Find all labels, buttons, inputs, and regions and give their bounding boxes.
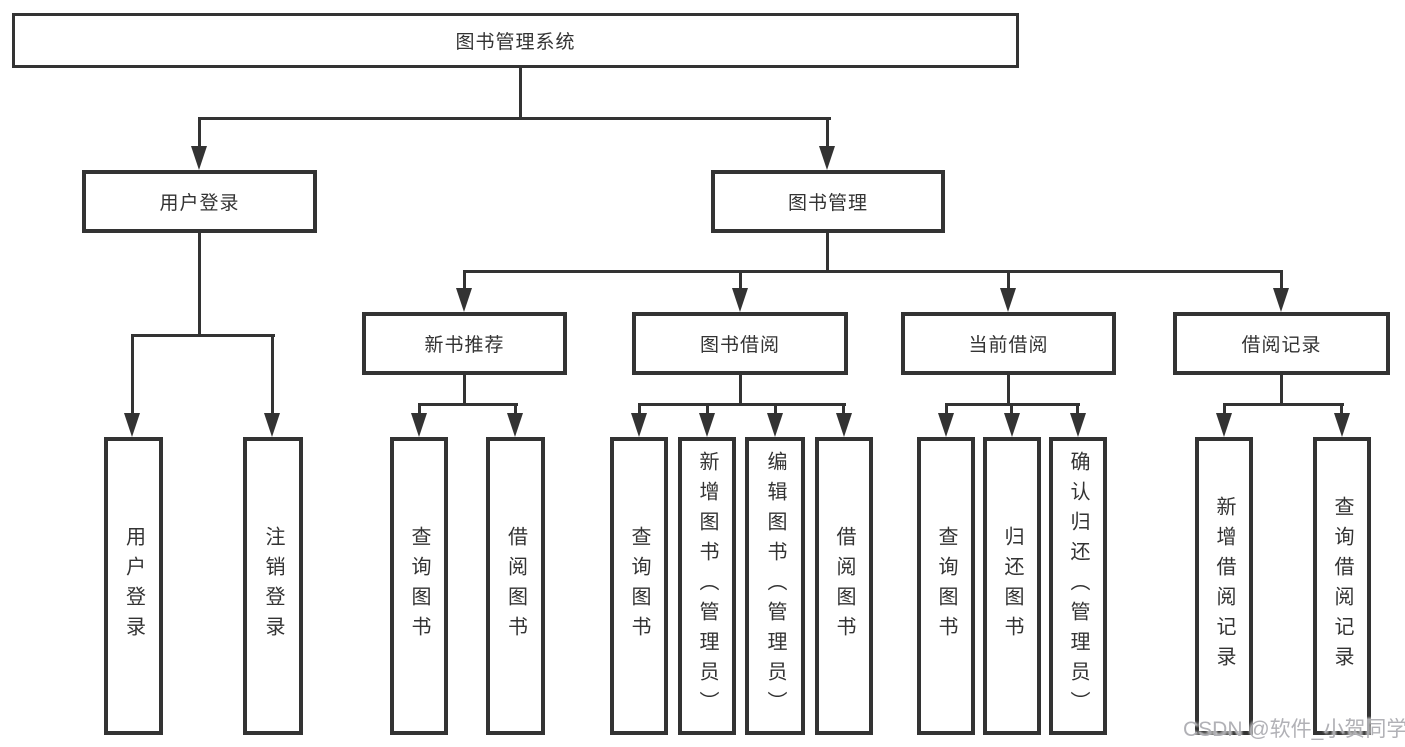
leaf-borrow-query-books: 查询图书 bbox=[610, 437, 668, 735]
leaf-newbook-query-books: 查询图书 bbox=[390, 437, 448, 735]
leaf-current-confirm-return-admin: 确认归还（管理员） bbox=[1049, 437, 1107, 735]
connector-line bbox=[1007, 270, 1010, 290]
leaf-newbook-borrow-books: 借阅图书 bbox=[486, 437, 545, 735]
leaf-label: 查询图书 bbox=[408, 526, 430, 646]
arrowhead-down-icon bbox=[456, 288, 472, 312]
arrowhead-down-icon bbox=[264, 413, 280, 437]
leaf-label: 借阅图书 bbox=[504, 526, 527, 646]
connector-line bbox=[198, 117, 831, 120]
leaf-label: 借阅图书 bbox=[833, 526, 855, 646]
node-book-borrow: 图书借阅 bbox=[632, 312, 848, 375]
connector-line bbox=[519, 66, 522, 120]
node-user-login-branch: 用户登录 bbox=[82, 170, 317, 233]
node-label: 图书借阅 bbox=[699, 335, 780, 356]
connector-line bbox=[1223, 403, 1226, 415]
leaf-label: 新增借阅记录 bbox=[1213, 496, 1235, 676]
connector-line bbox=[463, 373, 466, 406]
leaf-label: 查询图书 bbox=[628, 526, 650, 646]
node-label: 用户登录 bbox=[159, 193, 240, 214]
connector-line bbox=[774, 403, 777, 415]
connector-line bbox=[198, 117, 201, 148]
connector-line bbox=[418, 403, 421, 415]
node-label: 图书管理系统 bbox=[455, 32, 576, 53]
connector-line bbox=[706, 403, 709, 415]
leaf-current-query-books: 查询图书 bbox=[917, 437, 975, 735]
connector-line bbox=[1280, 270, 1283, 290]
node-book-management: 图书管理 bbox=[711, 170, 945, 233]
connector-line bbox=[463, 270, 1283, 273]
arrowhead-down-icon bbox=[1273, 288, 1289, 312]
leaf-label: 新增图书（管理员） bbox=[696, 451, 718, 721]
leaf-record-add-borrow-record: 新增借阅记录 bbox=[1195, 437, 1253, 735]
arrowhead-down-icon bbox=[1334, 413, 1350, 437]
connector-line bbox=[945, 403, 948, 415]
connector-line bbox=[1340, 403, 1343, 415]
connector-line bbox=[826, 117, 829, 148]
leaf-logout: 注销登录 bbox=[243, 437, 303, 735]
connector-line bbox=[1223, 403, 1344, 406]
node-label: 借阅记录 bbox=[1241, 335, 1322, 356]
leaf-borrow-edit-books-admin: 编辑图书（管理员） bbox=[745, 437, 805, 735]
node-current-borrow: 当前借阅 bbox=[901, 312, 1116, 375]
connector-line bbox=[638, 403, 846, 406]
arrowhead-down-icon bbox=[836, 413, 852, 437]
connector-line bbox=[1007, 373, 1010, 406]
connector-line bbox=[131, 334, 134, 414]
leaf-borrow-add-books-admin: 新增图书（管理员） bbox=[678, 437, 736, 735]
leaf-current-return-books: 归还图书 bbox=[983, 437, 1041, 735]
connector-line bbox=[463, 270, 466, 290]
arrowhead-down-icon bbox=[507, 413, 523, 437]
connector-line bbox=[842, 403, 845, 415]
connector-line bbox=[1010, 403, 1013, 415]
connector-line bbox=[1280, 373, 1283, 406]
arrowhead-down-icon bbox=[191, 146, 207, 170]
arrowhead-down-icon bbox=[1216, 413, 1232, 437]
connector-line bbox=[271, 334, 274, 414]
node-new-book-recommend: 新书推荐 bbox=[362, 312, 567, 375]
leaf-label: 归还图书 bbox=[1001, 526, 1023, 646]
connector-line bbox=[826, 232, 829, 273]
arrowhead-down-icon bbox=[1000, 288, 1016, 312]
connector-line bbox=[418, 403, 518, 406]
leaf-label: 编辑图书（管理员） bbox=[764, 451, 786, 721]
arrowhead-down-icon bbox=[767, 413, 783, 437]
arrowhead-down-icon bbox=[124, 413, 140, 437]
watermark: CSDN @软件_小贺同学 bbox=[1183, 718, 1405, 741]
connector-line bbox=[514, 403, 517, 415]
node-root-system: 图书管理系统 bbox=[12, 13, 1019, 68]
arrowhead-down-icon bbox=[1070, 413, 1086, 437]
arrowhead-down-icon bbox=[938, 413, 954, 437]
node-borrow-record: 借阅记录 bbox=[1173, 312, 1390, 375]
arrowhead-down-icon bbox=[699, 413, 715, 437]
connector-line bbox=[131, 334, 275, 337]
connector-line bbox=[739, 270, 742, 290]
node-label: 当前借阅 bbox=[968, 335, 1049, 356]
arrowhead-down-icon bbox=[1004, 413, 1020, 437]
node-label: 图书管理 bbox=[787, 193, 868, 214]
arrowhead-down-icon bbox=[732, 288, 748, 312]
leaf-label: 确认归还（管理员） bbox=[1067, 451, 1089, 721]
node-label: 新书推荐 bbox=[424, 335, 505, 356]
leaf-borrow-borrow-books: 借阅图书 bbox=[815, 437, 873, 735]
leaf-label: 用户登录 bbox=[122, 526, 145, 646]
leaf-label: 注销登录 bbox=[262, 526, 284, 646]
leaf-label: 查询借阅记录 bbox=[1331, 496, 1353, 676]
connector-line bbox=[638, 403, 641, 415]
arrowhead-down-icon bbox=[411, 413, 427, 437]
connector-line bbox=[739, 373, 742, 406]
leaf-record-query-borrow-record: 查询借阅记录 bbox=[1313, 437, 1371, 735]
connector-line bbox=[198, 232, 201, 336]
connector-line bbox=[1076, 403, 1079, 415]
arrowhead-down-icon bbox=[631, 413, 647, 437]
leaf-label: 查询图书 bbox=[935, 526, 957, 646]
leaf-user-login: 用户登录 bbox=[104, 437, 163, 735]
arrowhead-down-icon bbox=[819, 146, 835, 170]
